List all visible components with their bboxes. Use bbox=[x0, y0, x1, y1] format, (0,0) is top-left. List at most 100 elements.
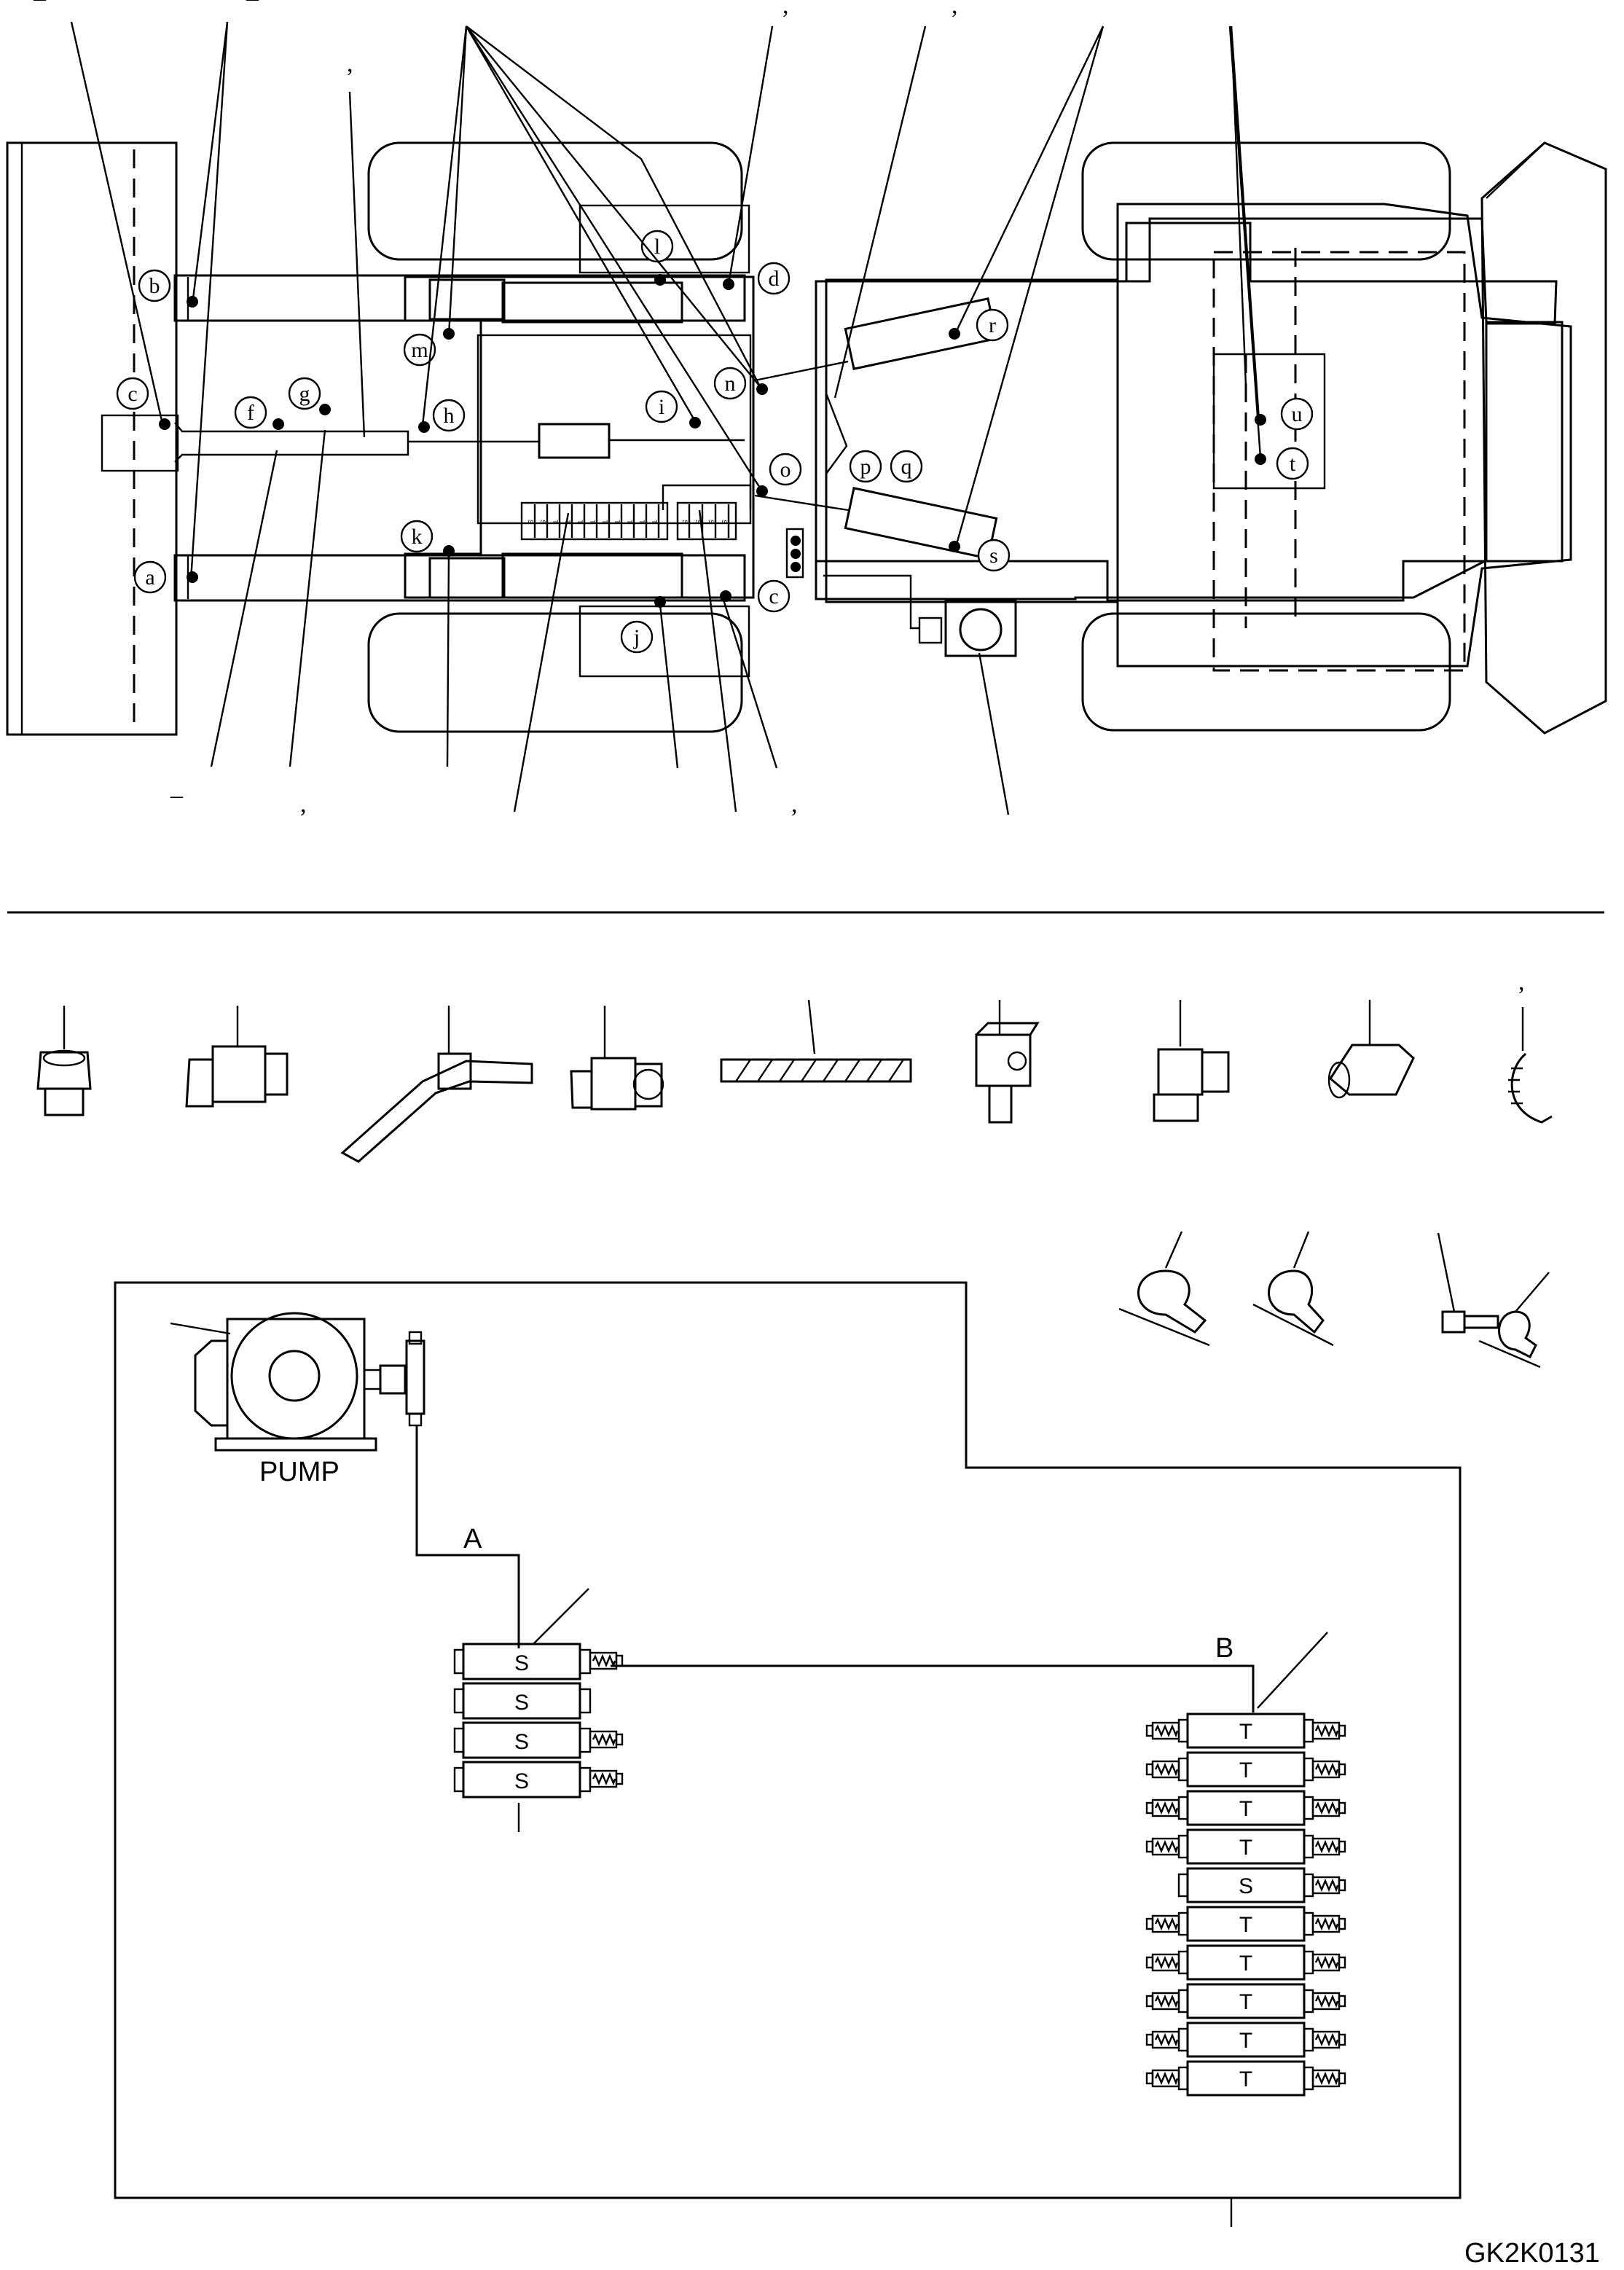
pump-label: PUMP bbox=[259, 1457, 340, 1487]
section-letter: S bbox=[514, 1769, 529, 1793]
grease-nipple-icon bbox=[654, 596, 666, 608]
lube-point-r: r bbox=[949, 308, 1009, 342]
tick-mark: , bbox=[347, 50, 353, 77]
section-letter: S bbox=[514, 1730, 529, 1754]
point-label: n bbox=[725, 372, 736, 396]
manifold-section-label: S bbox=[539, 520, 546, 524]
point-label: g bbox=[299, 382, 310, 406]
tick-mark: , bbox=[782, 0, 789, 19]
point-label: l bbox=[654, 235, 660, 259]
grease-nipple-icon bbox=[319, 404, 331, 415]
section-letter: T bbox=[1239, 1797, 1252, 1821]
lube-point-a: a bbox=[133, 560, 198, 594]
lube-point-c-2: c bbox=[720, 579, 791, 613]
manifold-section-label: T bbox=[613, 520, 621, 524]
lube-point-n: n bbox=[713, 367, 768, 400]
manifold-section-label: T bbox=[576, 520, 584, 524]
point-label: i bbox=[659, 395, 664, 419]
main-frame bbox=[404, 204, 755, 678]
outlet-fitting-icon bbox=[1311, 1953, 1346, 1972]
point-label: h bbox=[444, 404, 455, 428]
steering-cylinders bbox=[754, 297, 998, 560]
lube-point-d: d bbox=[723, 262, 791, 295]
section-letter: T bbox=[1239, 1952, 1252, 1976]
section-letter: S bbox=[514, 1691, 529, 1715]
point-label: t bbox=[1290, 452, 1296, 476]
p-clamp-icon bbox=[1118, 1231, 1210, 1347]
point-label: b bbox=[149, 274, 160, 298]
outlet-fitting-icon bbox=[1311, 1992, 1346, 2011]
parts-row bbox=[36, 999, 1553, 1369]
section-letter: T bbox=[1239, 2067, 1252, 2091]
p-clamp-icon bbox=[1252, 1231, 1334, 1347]
blade-push-arms bbox=[101, 274, 746, 602]
manifold-section-label: S bbox=[527, 520, 534, 524]
manifold-section-label: T bbox=[589, 520, 596, 524]
outlet-fitting-icon bbox=[1311, 1876, 1346, 1895]
outlet-fitting-icon bbox=[1311, 2069, 1346, 2088]
outlet-fitting-icon bbox=[1145, 1799, 1180, 1817]
section-letter: T bbox=[1239, 1990, 1252, 2014]
point-label: d bbox=[769, 267, 780, 291]
lube-point-k: k bbox=[400, 520, 455, 557]
section-letter: T bbox=[1239, 1836, 1252, 1860]
lube-point-m: m bbox=[403, 328, 455, 367]
point-label: c bbox=[769, 584, 778, 608]
outlet-fitting-icon bbox=[1145, 2069, 1180, 2088]
grease-nipple-icon bbox=[443, 545, 455, 557]
lube-point-p: p bbox=[849, 450, 882, 483]
outlet-fitting-icon bbox=[1311, 1799, 1346, 1817]
bolt-icon bbox=[1437, 1232, 1499, 1334]
lube-point-s: s bbox=[949, 539, 1011, 572]
manifold-section-label: S bbox=[707, 520, 715, 524]
point-label: r bbox=[989, 313, 996, 337]
line-b bbox=[611, 1664, 1255, 1713]
straight-fitting-icon bbox=[1327, 1000, 1415, 1099]
point-label: a bbox=[145, 565, 154, 590]
outlet-fitting-icon bbox=[589, 1769, 624, 1788]
front-wheel-top bbox=[367, 141, 743, 261]
point-label: j bbox=[633, 625, 640, 649]
tee-block-icon bbox=[975, 1000, 1040, 1124]
outlet-fitting-icon bbox=[1145, 1760, 1180, 1779]
hose-assembly-icon bbox=[340, 1006, 533, 1163]
band-clip-icon bbox=[1508, 1007, 1553, 1124]
section-letter: T bbox=[1239, 1913, 1252, 1937]
outlet-fitting-icon bbox=[1311, 1914, 1346, 1933]
lube-point-h: h bbox=[418, 399, 466, 433]
outlet-fitting-icon bbox=[1145, 1721, 1180, 1740]
manifold-section-label: S bbox=[721, 520, 728, 524]
blade-outline bbox=[6, 141, 178, 736]
outlet-fitting-icon bbox=[589, 1730, 624, 1749]
outlet-fitting-icon bbox=[1145, 1953, 1180, 1972]
grease-nipple-icon bbox=[418, 421, 430, 433]
point-label: o bbox=[780, 458, 791, 482]
figure-code: GK2K0131 bbox=[1464, 2238, 1600, 2269]
elbow-connector-icon bbox=[185, 1006, 289, 1108]
point-label: k bbox=[412, 525, 423, 549]
lube-point-g: g bbox=[288, 377, 331, 415]
grease-nipple-icon bbox=[720, 590, 731, 602]
manifold-section-label: T bbox=[651, 520, 658, 524]
section-letter: T bbox=[1239, 2029, 1252, 2053]
tick-mark: , bbox=[791, 791, 798, 818]
tick-mark: – bbox=[246, 0, 259, 12]
engine-hood bbox=[815, 217, 1564, 602]
manifold-section-label: S bbox=[681, 520, 689, 524]
section-letter: T bbox=[1239, 1758, 1252, 1782]
grease-nipple-icon bbox=[272, 418, 284, 430]
outlet-fitting-icon bbox=[589, 1651, 624, 1670]
pump-icon bbox=[170, 1312, 425, 1452]
elbow-union-icon bbox=[570, 1006, 664, 1111]
lube-point-t: t bbox=[1255, 447, 1309, 480]
manifold-section-label: T bbox=[601, 520, 608, 524]
lube-point-u: u bbox=[1255, 397, 1314, 431]
point-label: f bbox=[247, 401, 254, 425]
grease-nipple-icon bbox=[1255, 414, 1266, 426]
rear-wheel-bottom bbox=[1081, 612, 1451, 732]
outlet-fitting-icon bbox=[1145, 1837, 1180, 1856]
